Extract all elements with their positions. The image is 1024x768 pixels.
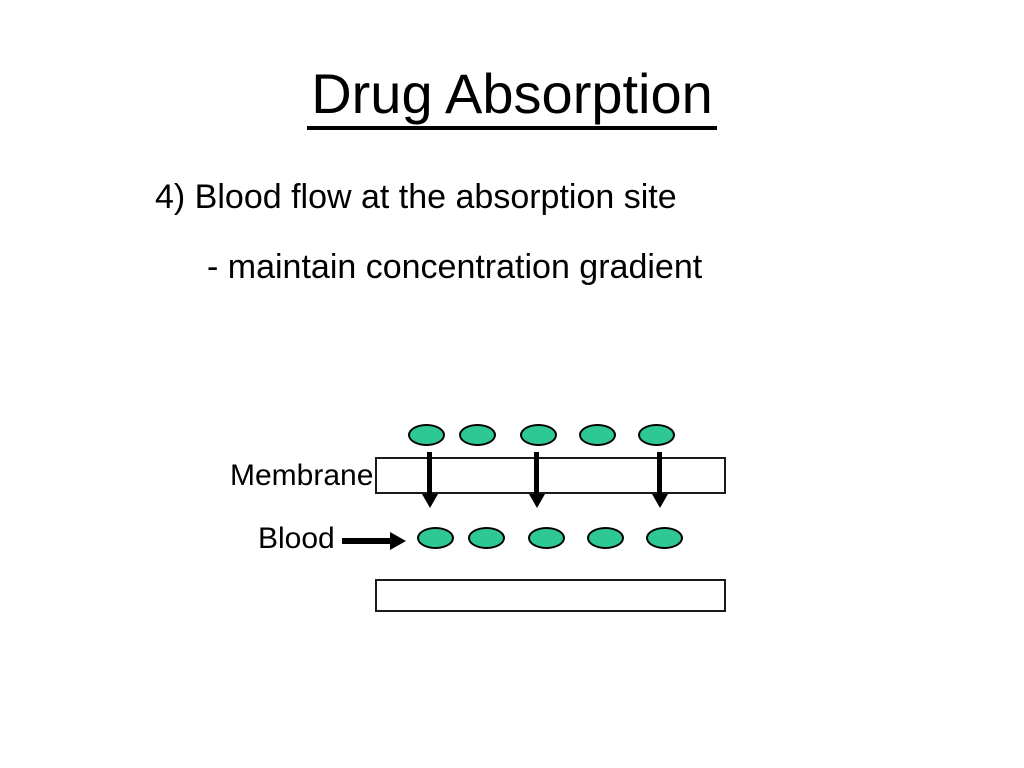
diffusion-arrow-shaft — [427, 452, 432, 495]
drug-molecule-blood-2 — [468, 527, 505, 549]
body-line-blood-flow: 4) Blood flow at the absorption site — [155, 178, 677, 216]
drug-molecule-blood-5 — [646, 527, 683, 549]
diffusion-arrow-head — [529, 494, 545, 508]
blood-flow-arrow-shaft — [342, 538, 390, 544]
drug-molecule-top-2 — [459, 424, 496, 446]
drug-molecule-top-1 — [408, 424, 445, 446]
drug-molecule-blood-4 — [587, 527, 624, 549]
drug-molecule-top-4 — [579, 424, 616, 446]
diffusion-arrow-shaft — [657, 452, 662, 495]
slide-title: Drug Absorption — [307, 66, 717, 130]
blood-label: Blood — [258, 522, 335, 555]
drug-molecule-blood-1 — [417, 527, 454, 549]
blood-flow-arrow-icon — [342, 532, 406, 550]
diffusion-arrow-icon-1 — [422, 452, 438, 508]
diffusion-arrow-head — [652, 494, 668, 508]
blood-vessel-rectangle — [375, 579, 726, 612]
diffusion-arrow-icon-2 — [529, 452, 545, 508]
drug-molecule-top-3 — [520, 424, 557, 446]
diffusion-arrow-icon-3 — [652, 452, 668, 508]
blood-flow-arrow-head — [390, 532, 406, 550]
title-container: Drug Absorption — [0, 66, 1024, 130]
drug-molecule-top-5 — [638, 424, 675, 446]
diffusion-arrow-head — [422, 494, 438, 508]
drug-molecule-blood-3 — [528, 527, 565, 549]
membrane-label: Membrane — [230, 459, 374, 492]
diffusion-arrow-shaft — [534, 452, 539, 495]
body-line-concentration-gradient: - maintain concentration gradient — [207, 248, 703, 286]
membrane-rectangle — [375, 457, 726, 494]
